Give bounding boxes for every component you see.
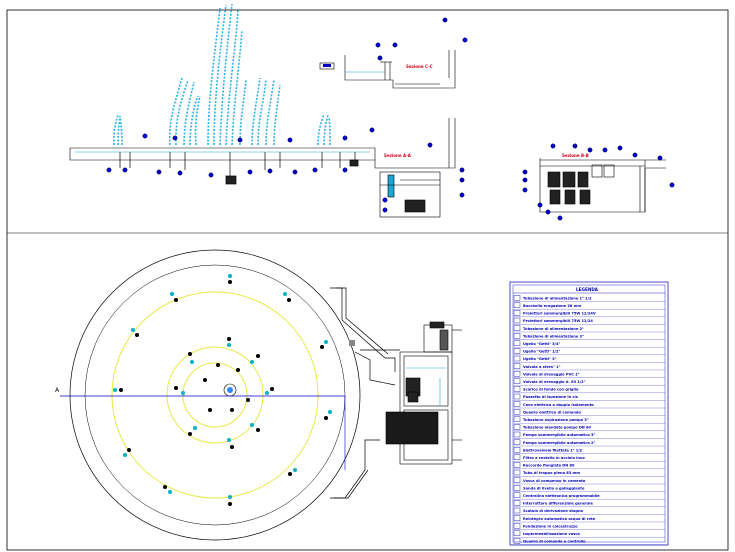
- legend-item: Proiettori sommergibili 75W 12/24: [523, 319, 593, 323]
- section-bb-detail: [539, 158, 666, 213]
- legend-symbol-box: [513, 355, 521, 362]
- legend-item: Impermeabilizzazione vasca: [523, 532, 580, 536]
- legend-symbol-box: [513, 325, 521, 331]
- legend-item: Cavo elettrico a doppio isolamento: [523, 403, 594, 407]
- legend-symbol-box: [513, 371, 521, 377]
- sheet-border: [6, 9, 729, 551]
- legend-symbol-box: [513, 416, 521, 422]
- legend-symbol-box: [513, 462, 521, 468]
- nozzle-markers: [113, 274, 332, 506]
- legend-rows: Tubazione di alimentazione 1" 1/2Bocchel…: [513, 295, 665, 545]
- section-aa-elevation: [69, 3, 456, 218]
- legend-symbol-box: [513, 439, 521, 445]
- legend-symbol-box: [513, 507, 521, 514]
- legend-item: Raccordo flangiato DN 80: [523, 464, 575, 468]
- legend-symbol-box: [513, 424, 521, 430]
- legend-item: Valvola di drenaggio d. 63 1/2": [523, 380, 586, 384]
- legend-item: Pompa sommergibile automatica 2": [523, 441, 596, 445]
- callout-markers: [106, 17, 675, 221]
- fountain-jets: [113, 3, 331, 146]
- legend-symbol-box: [513, 477, 521, 483]
- legend-item: Pompa sommergibile automatica 3": [523, 433, 596, 437]
- legend-item: Scatola di derivazione stagna: [523, 509, 584, 513]
- legend-symbol-box: [513, 485, 521, 491]
- legend-item: Tubazione di alimentazione 2": [523, 327, 584, 331]
- legend-symbol-box: [513, 454, 521, 460]
- legend-symbol-box: [513, 302, 521, 308]
- legend-symbol-box: [513, 409, 521, 415]
- legend-symbol-box: [513, 401, 521, 407]
- legend-symbol-box: [513, 530, 521, 536]
- legend-symbol-box: [513, 333, 521, 339]
- legend-symbol-box: [513, 431, 521, 438]
- section-bb-label: Sezione B-B: [562, 153, 589, 158]
- legend-symbol-box: [513, 538, 521, 544]
- legend-symbol-box: [513, 317, 521, 324]
- legend-item: Centralina elettronica programmabile: [523, 494, 600, 498]
- legend-item: Quadro elettrico di comando: [523, 410, 581, 414]
- legend-item: Quadro di comando e controllo: [523, 540, 586, 544]
- legend-symbol-box: [513, 523, 521, 529]
- legend-item: Valvola di drenaggio PVC 1": [523, 372, 580, 376]
- legend-item: Vasca di compenso in cemento: [523, 479, 586, 483]
- legend-symbol-box: [513, 363, 521, 369]
- legend-item: Interruttore differenziale generale: [523, 502, 594, 506]
- legend-item: Ugello "Getti" 1/2": [523, 350, 560, 354]
- legend-symbol-box: [513, 447, 521, 453]
- legend-symbol-box: [513, 515, 521, 521]
- legend-item: Valvola a sfera" 1": [523, 365, 561, 369]
- section-aa-label: Sezione A-A: [384, 153, 412, 158]
- legend-table: LEGENDA Tubazione di alimentazione 1" 1/…: [509, 281, 669, 546]
- legend-symbol-box: [513, 500, 521, 506]
- pump-room: [385, 321, 462, 465]
- legend-item: Proiettori sommergibili 75W 12/24V: [523, 312, 596, 316]
- section-cc-detail: [319, 50, 456, 89]
- legend-item: Tubazione di alimentazione 3": [523, 334, 584, 338]
- legend-symbol-box: [513, 393, 521, 400]
- legend-symbol-box: [513, 492, 521, 498]
- legend-item: Ugello "Getti" 3/4": [523, 342, 560, 346]
- legend-symbol-box: [513, 378, 521, 384]
- legend-item: Scarico di fondo con griglia: [523, 388, 579, 392]
- legend-item: Ugello "Getti" 3": [523, 357, 557, 361]
- legend-item: Tubazione di alimentazione 1" 1/2: [523, 296, 592, 300]
- legend-symbol-box: [513, 348, 521, 354]
- legend-item: Bocchello erogazione 28 mm: [523, 304, 581, 308]
- legend-item: Filtro a cestello in acciaio inox: [523, 456, 585, 460]
- legend-symbol-box: [513, 340, 521, 346]
- legend-symbol-box: [513, 386, 521, 392]
- legend-item: Elettrovalvola filettata 1" 1/2: [523, 448, 583, 452]
- legend-symbol-box: [513, 310, 521, 316]
- section-cc-label: Sezione C-C: [406, 64, 433, 69]
- legend-item: Fondazione in calcestruzzo: [523, 524, 578, 528]
- legend-item: Tubazione aspirazione pompa 3": [523, 418, 589, 422]
- legend-symbol-box: [513, 469, 521, 476]
- legend-item: Tubazione mandata pompe DN 80: [523, 426, 592, 430]
- legend-item: Tubo di troppo pieno 63 mm: [523, 471, 580, 475]
- fountain-plan: A: [55, 249, 462, 541]
- legend-item: Reintegro automatico acqua di rete: [523, 517, 596, 521]
- legend-item: Pozzetto di ispezione in cls: [523, 395, 578, 399]
- legend-symbol-box: [513, 295, 521, 301]
- legend-title: LEGENDA: [576, 287, 599, 292]
- section-mark-a: A: [55, 387, 60, 394]
- legend-item: Sonda di livello a galleggiante: [523, 486, 585, 490]
